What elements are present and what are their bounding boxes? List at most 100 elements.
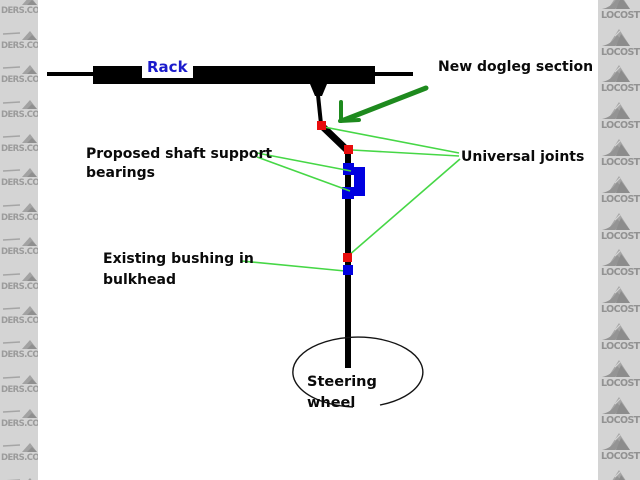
watermark-text: DERS.CO.U <box>1 419 38 430</box>
pointer-line-joint-middle <box>351 149 460 157</box>
locost-logo-icon <box>602 65 630 83</box>
watermark-tile: DERS.CO.U <box>0 326 38 360</box>
pinion-stub <box>310 84 327 96</box>
pointer-line-bearing-top <box>256 152 352 172</box>
watermark-text: DERS.CO.U <box>1 6 38 17</box>
locost-logo-fragment-icon <box>2 305 37 315</box>
watermark-tile: DERS.CO.U <box>0 188 38 223</box>
watermark-tile: LOCOST <box>598 168 640 205</box>
watermark-tile: LOCOST <box>598 21 640 58</box>
locost-logo-icon <box>602 396 630 414</box>
watermark-text: LOCOST <box>601 156 640 168</box>
steering-wheel-label: Steering wheel <box>307 372 377 414</box>
watermark-text: LOCOST <box>601 414 640 426</box>
universal-joint-markers <box>317 121 353 262</box>
bushing-label-line2: bulkhead <box>103 272 177 288</box>
watermark-text: LOCOST <box>601 46 640 58</box>
watermark-tile: DERS.CO.U <box>0 395 38 429</box>
pointer-line-joint-lower <box>347 158 461 257</box>
locost-logo-fragment-icon <box>3 0 37 6</box>
watermark-strip-left: DERS.CO.UDERS.CO.UDERS.CO.UDERS.CO.UDERS… <box>0 0 38 480</box>
watermark-text: LOCOST <box>601 267 640 279</box>
watermark-tile: LOCOST <box>598 242 640 279</box>
steering-wheel-label-line1: Steering <box>307 374 377 390</box>
locost-logo-icon <box>602 359 630 377</box>
watermark-tile: LOCOST <box>598 278 640 315</box>
locost-logo-icon <box>602 102 630 120</box>
watermark-tile: LOCOST <box>598 205 640 242</box>
watermark-tile: LOCOST <box>598 315 640 352</box>
dogleg-arrow <box>338 85 429 123</box>
watermark-tile: LOCOST <box>598 352 640 389</box>
watermark-text: DERS.CO.U <box>1 75 38 86</box>
watermark-tile: DERS.CO.U <box>0 85 38 120</box>
steering-wheel-ellipse <box>292 336 424 408</box>
watermark-tile: DERS.CO.U <box>0 360 38 395</box>
rack-bar <box>93 66 375 84</box>
watermark-tile: DERS.CO.U <box>0 223 38 257</box>
watermark-text: LOCOST <box>601 83 640 95</box>
universal-joints-label: Universal joints <box>461 149 585 165</box>
steering-wheel-label-line2: wheel <box>307 395 356 411</box>
shaft-support-label-line1: Proposed shaft support <box>86 146 273 162</box>
bushing-label-line1: Existing bushing in <box>103 251 254 267</box>
universal-joint-marker-bottom <box>343 253 352 262</box>
universal-joint-marker-middle <box>344 145 353 154</box>
watermark-text: LOCOST <box>601 340 640 352</box>
watermark-text: DERS.CO.U <box>1 384 38 395</box>
watermark-text: DERS.CO.U <box>1 247 38 258</box>
locost-logo-fragment-icon <box>2 133 37 143</box>
watermark-text: DERS.CO.U <box>1 143 38 154</box>
locost-logo-fragment-icon <box>2 237 37 247</box>
locost-logo-icon <box>602 322 630 340</box>
locost-logo-icon <box>602 286 630 304</box>
watermark-text: DERS.CO.U <box>1 212 38 223</box>
watermark-text: DERS.CO.U <box>1 315 38 326</box>
rack-rod-right <box>375 72 413 76</box>
watermark-tile: LOCOST <box>598 462 640 480</box>
watermark-tile: DERS.CO.U <box>0 0 38 16</box>
watermark-text: DERS.CO.U <box>1 40 38 51</box>
locost-logo-fragment-icon <box>2 202 37 212</box>
watermark-text: LOCOST <box>601 120 640 132</box>
locost-logo-fragment-icon <box>2 168 37 178</box>
watermark-tile: DERS.CO.U <box>0 154 38 188</box>
shaft-support-label: Proposed shaft support bearings <box>86 145 272 183</box>
watermark-tile: LOCOST <box>598 426 640 463</box>
locost-logo-fragment-icon <box>2 99 37 109</box>
watermark-text: DERS.CO.U <box>1 281 38 292</box>
watermark-tile: LOCOST <box>598 58 640 95</box>
watermark-tile: DERS.CO.U <box>0 429 38 463</box>
watermark-tile: DERS.CO.U <box>0 463 38 480</box>
pointer-line-bushing <box>241 260 346 272</box>
locost-logo-fragment-icon <box>3 477 32 480</box>
locost-logo-fragment-icon <box>2 30 37 40</box>
bushing-label: Existing bushing in bulkhead <box>103 249 254 291</box>
watermark-text: LOCOST <box>601 377 640 389</box>
dogleg-link <box>320 124 350 153</box>
watermark-tile: DERS.CO.U <box>0 292 38 326</box>
locost-logo-icon <box>612 470 626 480</box>
new-dogleg-label: New dogleg section <box>438 59 594 75</box>
watermark-text: LOCOST <box>601 230 640 242</box>
watermark-text: DERS.CO.U <box>1 453 38 464</box>
watermark-tile: LOCOST <box>598 131 640 168</box>
locost-logo-icon <box>602 28 630 46</box>
locost-logo-fragment-icon <box>2 340 37 350</box>
locost-logo-fragment-icon <box>2 443 37 453</box>
bushing-marker <box>343 265 353 275</box>
locost-logo-icon <box>602 138 630 156</box>
watermark-tile: DERS.CO.U <box>0 257 38 292</box>
watermark-text: DERS.CO.U <box>1 109 38 120</box>
watermark-tile: LOCOST <box>598 389 640 426</box>
watermark-tile: DERS.CO.U <box>0 51 38 85</box>
locost-logo-fragment-icon <box>2 65 37 75</box>
locost-logo-fragment-icon <box>2 409 37 419</box>
locost-logo-icon <box>602 0 630 9</box>
locost-logo-fragment-icon <box>2 374 37 384</box>
watermark-text: LOCOST <box>601 304 640 316</box>
watermark-text: LOCOST <box>601 193 640 205</box>
rack-label: Rack <box>142 57 193 78</box>
universal-joint-marker-top <box>317 121 326 130</box>
